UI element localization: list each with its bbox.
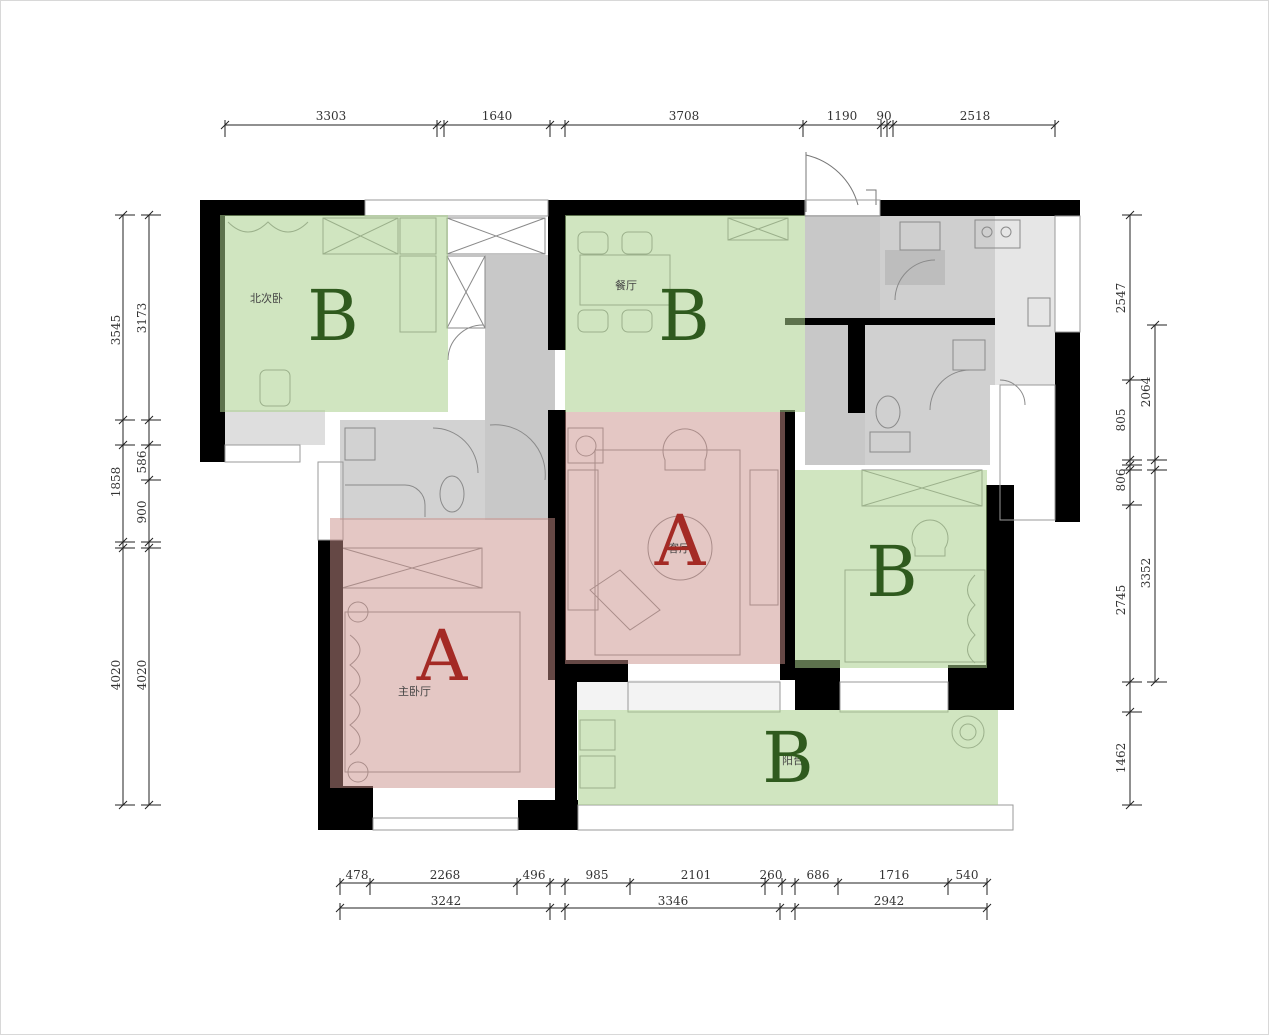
zone-letter-balcony: B bbox=[762, 717, 813, 799]
dim-left-outer-2: 1858 bbox=[109, 467, 123, 498]
bottom-dimensions-row2: 3242 3346 2942 bbox=[431, 894, 905, 908]
bottom-dimensions-row1: 478 2268 496 985 2101 260 686 1716 540 bbox=[346, 868, 979, 882]
dim-left-outer-1: 3545 bbox=[109, 315, 123, 346]
dim-bottom1-7: 686 bbox=[807, 868, 830, 882]
zone-letter-second-bedroom: B bbox=[866, 531, 917, 613]
top-dimensions: 3303 1640 3708 1190 90 2518 bbox=[316, 109, 991, 123]
zone-letter-master-bedroom: A bbox=[416, 615, 469, 697]
room-label-dining: 餐厅 bbox=[615, 278, 637, 292]
room-labels: 北次卧 餐厅 客厅 主卧厅 阳台 bbox=[250, 278, 804, 767]
dim-bottom1-4: 985 bbox=[586, 868, 609, 882]
zone-letter-living: A bbox=[654, 500, 707, 582]
dim-right-outer-4: 2745 bbox=[1114, 585, 1128, 616]
dim-bottom2-3: 2942 bbox=[874, 894, 905, 908]
dim-bottom2-1: 3242 bbox=[431, 894, 462, 908]
dim-left-inner-2: 586 bbox=[135, 451, 149, 474]
dim-right-outer-5: 1462 bbox=[1114, 743, 1128, 774]
zone-overlay-0 bbox=[220, 215, 448, 412]
left-dimensions: 3545 1858 4020 3173 586 900 4020 bbox=[109, 303, 149, 691]
dim-left-inner-1: 3173 bbox=[135, 303, 149, 334]
zone-overlay-4 bbox=[330, 518, 555, 788]
dim-left-outer-3: 4020 bbox=[109, 660, 123, 691]
dim-right-inner-1: 2064 bbox=[1139, 376, 1153, 407]
room-label-living: 客厅 bbox=[668, 541, 690, 555]
dim-right-outer-3: 806 bbox=[1114, 469, 1128, 492]
zone-overlay-1 bbox=[565, 215, 805, 412]
dim-left-inner-4: 4020 bbox=[135, 660, 149, 691]
room-label-master-bedroom: 主卧厅 bbox=[398, 685, 431, 698]
dim-bottom1-5: 2101 bbox=[681, 868, 712, 882]
zone-overlay-5 bbox=[578, 710, 998, 805]
right-dimensions: 2547 805 806 2745 1462 2064 3352 bbox=[1114, 283, 1153, 774]
room-label-balcony: 阳台 bbox=[782, 753, 804, 767]
dimension-lines bbox=[115, 120, 1167, 920]
dim-right-inner-2: 3352 bbox=[1139, 558, 1153, 589]
walls bbox=[200, 200, 1080, 830]
dim-bottom1-6: 260 bbox=[760, 868, 783, 882]
dim-top-2: 1640 bbox=[482, 109, 513, 123]
dim-right-outer-1: 2547 bbox=[1114, 283, 1128, 314]
zone-overlay-2 bbox=[565, 412, 785, 664]
dim-top-4: 1190 bbox=[827, 109, 858, 123]
dim-bottom1-9: 540 bbox=[956, 868, 979, 882]
dim-top-5: 90 bbox=[876, 109, 891, 123]
dim-bottom1-1: 478 bbox=[346, 868, 369, 882]
zone-letter-dining: B bbox=[658, 275, 709, 357]
dim-bottom1-3: 496 bbox=[523, 868, 546, 882]
dim-top-1: 3303 bbox=[316, 109, 347, 123]
room-label-north-bedroom: 北次卧 bbox=[250, 291, 283, 305]
dim-right-outer-2: 805 bbox=[1114, 409, 1128, 432]
dim-left-inner-3: 900 bbox=[135, 501, 149, 524]
service-areas bbox=[225, 215, 1055, 710]
dim-bottom1-8: 1716 bbox=[879, 868, 910, 882]
dim-top-6: 2518 bbox=[960, 109, 991, 123]
dim-bottom1-2: 2268 bbox=[430, 868, 461, 882]
zone-overlay-3 bbox=[795, 470, 987, 668]
zone-overlays bbox=[220, 215, 998, 805]
dim-top-3: 3708 bbox=[669, 109, 700, 123]
zone-letters: B B A B A B bbox=[307, 275, 917, 799]
dim-bottom2-2: 3346 bbox=[658, 894, 689, 908]
zone-letter-north-bedroom: B bbox=[307, 275, 358, 357]
